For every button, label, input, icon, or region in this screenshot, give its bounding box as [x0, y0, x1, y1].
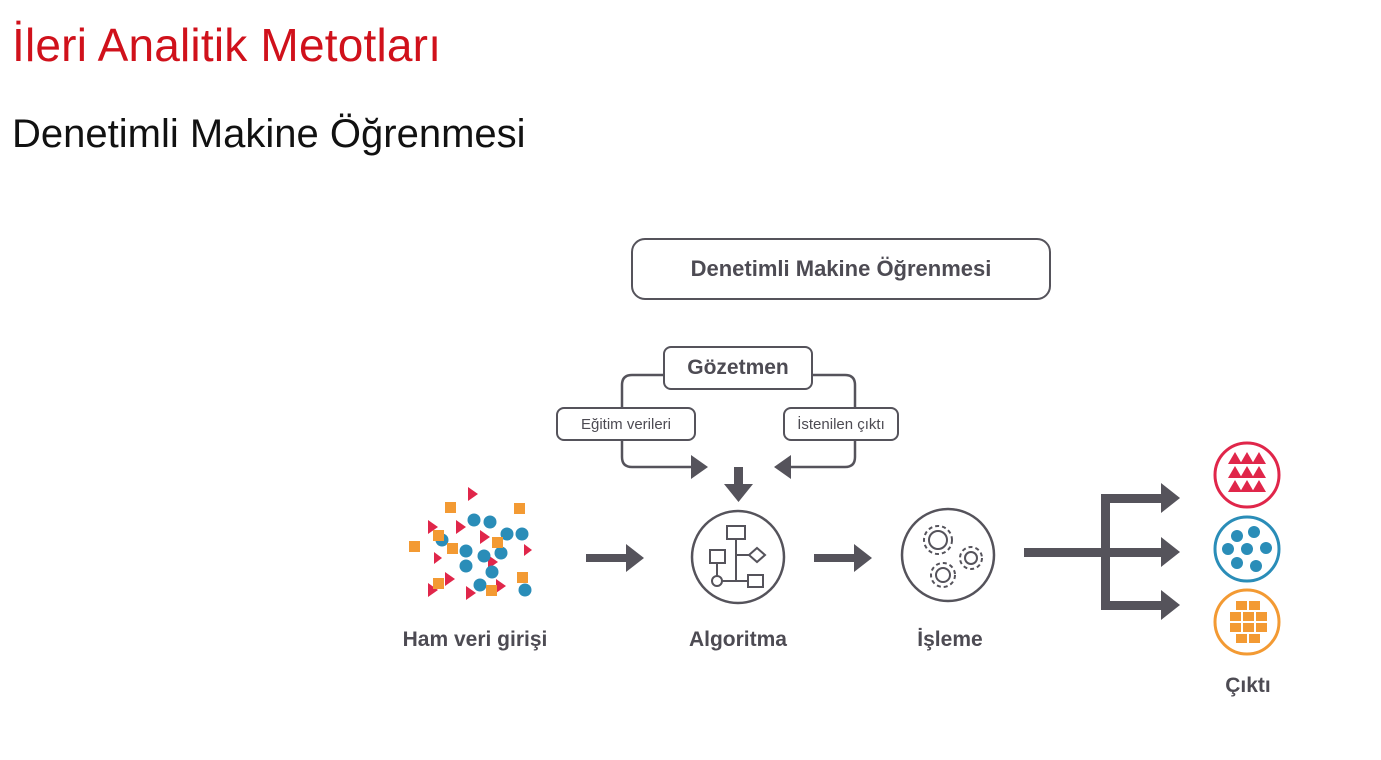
supervisor-box: Gözetmen — [663, 346, 813, 390]
supervisor-bracket — [620, 373, 857, 469]
slide-title: İleri Analitik Metotları — [12, 19, 442, 71]
output-label: Çıktı — [1225, 674, 1271, 697]
flowchart-icon — [690, 509, 786, 605]
diagram-header-box: Denetimli Makine Öğrenmesi — [631, 238, 1051, 300]
raw-data-squares — [409, 502, 528, 596]
arrow-raw-to-algorithm — [586, 544, 644, 572]
arrow-algorithm-to-processing — [814, 544, 872, 572]
raw-input-label: Ham veri girişi — [402, 628, 548, 651]
supervisor-down-arrow — [724, 467, 753, 502]
raw-data-triangles — [428, 487, 532, 600]
raw-data-icon — [409, 487, 532, 600]
output-branch-arrows — [1024, 483, 1180, 620]
algorithm-label: Algoritma — [688, 628, 787, 651]
squares-class-icon — [1213, 588, 1281, 656]
processing-label: İşleme — [917, 628, 983, 651]
desired-arrow-head — [774, 455, 791, 479]
desired-output-box: İstenilen çıktı — [783, 407, 899, 441]
training-arrow-head — [691, 455, 708, 479]
raw-data-circles — [435, 513, 532, 597]
circles-class-icon — [1213, 515, 1281, 583]
training-data-box: Eğitim verileri — [556, 407, 696, 441]
slide-subtitle: Denetimli Makine Öğrenmesi — [12, 112, 526, 156]
triangles-class-icon — [1213, 441, 1281, 509]
gears-icon — [900, 507, 996, 603]
